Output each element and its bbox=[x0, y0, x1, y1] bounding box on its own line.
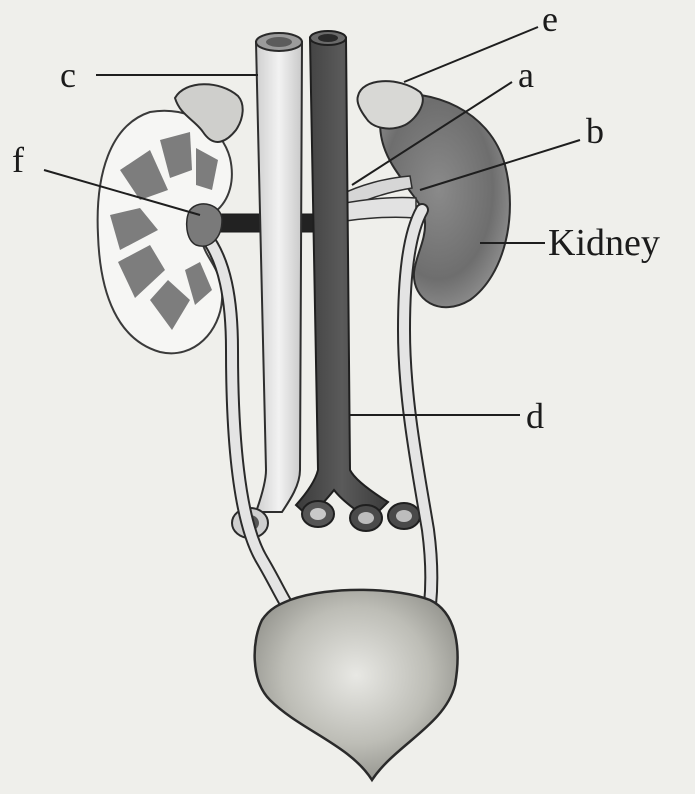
label-f: f bbox=[12, 140, 24, 180]
label-a: a bbox=[518, 55, 534, 95]
label-b: b bbox=[586, 111, 604, 151]
label-d: d bbox=[526, 396, 544, 436]
urinary-bladder bbox=[255, 590, 458, 780]
label-c: c bbox=[60, 55, 76, 95]
light-vessel-c bbox=[256, 33, 302, 512]
label-kidney: Kidney bbox=[548, 222, 660, 264]
label-e: e bbox=[542, 0, 558, 39]
